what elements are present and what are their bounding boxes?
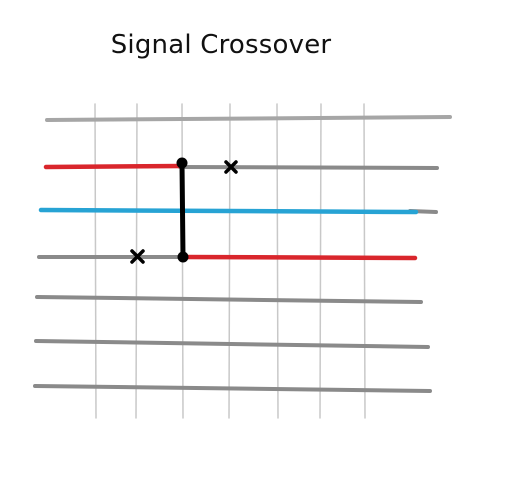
crossover-link bbox=[176, 157, 189, 263]
grid-column-line bbox=[276, 103, 279, 419]
grid-column-line bbox=[135, 103, 138, 419]
x-mark-icon bbox=[130, 249, 145, 264]
track-line-5 bbox=[35, 295, 423, 304]
grid-column-line bbox=[363, 103, 366, 419]
diagram-title: Signal Crossover bbox=[110, 30, 332, 60]
red-signal-upper bbox=[43, 163, 185, 170]
cut-marks bbox=[130, 160, 238, 264]
grid-column-line bbox=[94, 103, 97, 419]
signal-wires bbox=[38, 163, 419, 261]
horizontal-tracks bbox=[33, 115, 452, 393]
blue-signal bbox=[38, 207, 419, 215]
track-line-6 bbox=[34, 339, 430, 349]
grid-column-line bbox=[228, 103, 231, 419]
track-line-7 bbox=[33, 384, 432, 393]
x-mark-icon bbox=[224, 160, 238, 174]
track-line-2 bbox=[178, 165, 439, 170]
junction-dot-icon bbox=[176, 157, 188, 169]
red-signal-lower bbox=[180, 254, 418, 261]
crossover-link-line bbox=[179, 160, 186, 260]
track-line-1 bbox=[45, 115, 452, 122]
vertical-grid bbox=[94, 103, 366, 419]
grid-column-line bbox=[319, 103, 322, 419]
junction-dot-icon bbox=[177, 251, 189, 263]
